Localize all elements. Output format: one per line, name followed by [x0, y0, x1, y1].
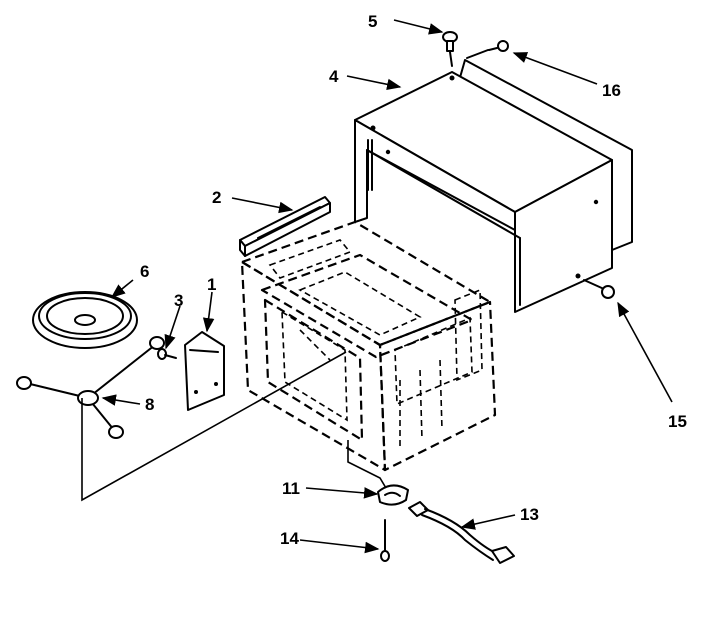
top-screw [442, 31, 458, 67]
wire-harness [408, 501, 515, 564]
side-screw [583, 279, 615, 299]
panel-plate [184, 331, 225, 411]
callout-6: 6 [140, 262, 149, 281]
front-rail [239, 196, 331, 257]
callout-15: 15 [668, 412, 687, 431]
callout-labels: 1 2 3 4 5 6 8 11 13 14 15 16 [140, 12, 687, 548]
callout-5: 5 [368, 12, 377, 31]
turntable-tray [32, 291, 138, 349]
lower-screw [380, 519, 390, 562]
callout-13: 13 [520, 505, 539, 524]
callout-2: 2 [212, 188, 221, 207]
back-screw [466, 40, 509, 59]
callout-1: 1 [207, 275, 216, 294]
callout-11: 11 [282, 479, 300, 498]
callout-8: 8 [145, 395, 154, 414]
turntable-motor [377, 484, 409, 506]
outer-cabinet-wrapper [354, 59, 633, 313]
small-screw [157, 348, 177, 360]
callout-14: 14 [280, 529, 299, 548]
callout-4: 4 [329, 67, 339, 86]
oven-cavity-phantom [240, 220, 497, 472]
leader-lines [81, 19, 673, 554]
roller-support [16, 336, 165, 439]
callout-3: 3 [174, 291, 183, 310]
callout-16: 16 [602, 81, 621, 100]
